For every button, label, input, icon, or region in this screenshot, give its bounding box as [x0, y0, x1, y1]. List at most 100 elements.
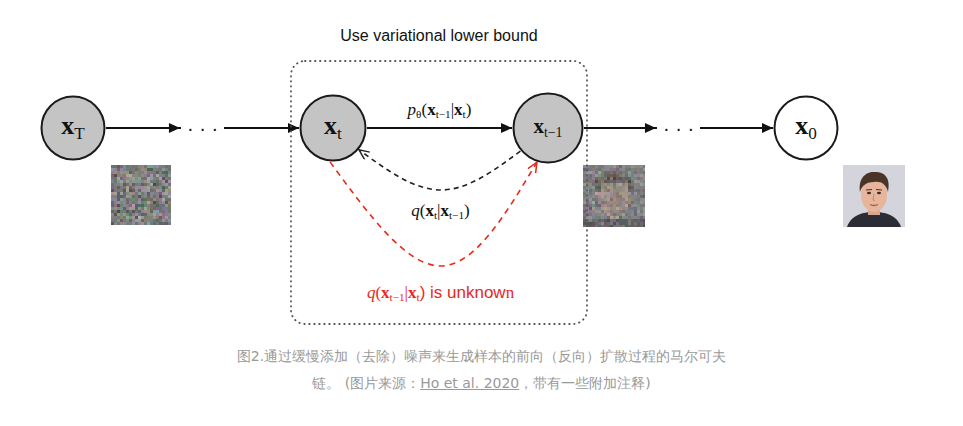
noise-pixel: [643, 225, 645, 227]
noise-pixel: [132, 204, 135, 207]
noise-pixel: [589, 216, 592, 219]
noise-pixel: [631, 204, 634, 207]
face-background: [843, 165, 905, 227]
noise-pixel: [138, 168, 141, 171]
noise-pixel: [604, 213, 607, 216]
noise-pixel: [156, 204, 159, 207]
noise-pixel: [141, 210, 144, 213]
noise-pixel: [117, 168, 120, 171]
text-run: x: [425, 201, 434, 220]
noise-pixel: [150, 192, 153, 195]
noise-pixel: [604, 198, 607, 201]
noise-pixel: [619, 207, 622, 210]
noise-pixel: [150, 180, 153, 183]
noise-pixel: [111, 222, 114, 225]
noise-pixel: [129, 222, 132, 225]
text-run: x: [381, 283, 390, 302]
noise-pixel: [631, 177, 634, 180]
noise-pixel: [637, 180, 640, 183]
noise-pixel: [598, 174, 601, 177]
noise-pixel: [601, 189, 604, 192]
noise-pixel: [601, 219, 604, 222]
text-run: x: [795, 111, 808, 140]
noise-pixel: [634, 198, 637, 201]
noise-pixel: [132, 216, 135, 219]
noise-pixel: [610, 198, 613, 201]
noise-pixel: [616, 210, 619, 213]
face-image: [843, 165, 905, 227]
noise-pixel: [616, 183, 619, 186]
noise-pixel: [643, 183, 645, 186]
noise-pixel: [607, 183, 610, 186]
noise-pixel: [132, 195, 135, 198]
noise-pixel: [637, 210, 640, 213]
noise-pixel: [622, 171, 625, 174]
noise-pixel: [129, 195, 132, 198]
noise-pixel: [126, 180, 129, 183]
noise-pixel: [631, 195, 634, 198]
noise-pixel: [144, 201, 147, 204]
noise-pixel: [165, 189, 168, 192]
circle-shape: [514, 94, 583, 163]
noise-pixel: [628, 189, 631, 192]
noise-pixel: [631, 180, 634, 183]
noise-pixel: [135, 210, 138, 213]
noise-pixel: [592, 183, 595, 186]
noise-pixel: [592, 225, 595, 227]
noise-pixel: [631, 222, 634, 225]
noise-pixel: [132, 222, 135, 225]
noise-pixel: [147, 180, 150, 183]
noise-pixel: [156, 180, 159, 183]
noise-pixel: [123, 198, 126, 201]
noise-pixel: [147, 183, 150, 186]
noise-pixel: [595, 192, 598, 195]
noise-pixel: [132, 171, 135, 174]
noise-pixel: [135, 168, 138, 171]
text-run: t: [463, 109, 466, 121]
noise-pixel: [616, 171, 619, 174]
noise-pixel: [631, 186, 634, 189]
noise-pixel: [625, 219, 628, 222]
region-heading-holder: Use variational lower bound: [290, 26, 588, 45]
noise-pixel: [589, 180, 592, 183]
noise-pixel: [168, 213, 171, 216]
noise-pixel: [616, 219, 619, 222]
noise-pixel: [619, 174, 622, 177]
noise-pixel: [153, 174, 156, 177]
noise-pixel: [135, 192, 138, 195]
noise-pixel: [156, 189, 159, 192]
noise-pixel: [141, 171, 144, 174]
noise-pixel: [643, 165, 645, 168]
noise-pixel: [153, 165, 156, 168]
noise-pixel: [153, 183, 156, 186]
text-run: p: [408, 100, 417, 119]
noise-pixel: [147, 198, 150, 201]
noise-pixel: [111, 207, 114, 210]
state-variable: xt: [324, 113, 342, 142]
noise-pixel: [607, 207, 610, 210]
noise-pixel: [150, 198, 153, 201]
noise-pixel: [616, 165, 619, 168]
noise-pixel: [123, 183, 126, 186]
noise-pixel: [592, 213, 595, 216]
noise-pixel: [120, 189, 123, 192]
noise-pixel: [625, 210, 628, 213]
noise-pixel: [634, 183, 637, 186]
noise-pixel: [144, 219, 147, 222]
noise-pixel: [616, 168, 619, 171]
noise-pixel: [120, 186, 123, 189]
noise-pixel: [135, 198, 138, 201]
noise-pixel: [162, 213, 165, 216]
noise-pixel: [589, 171, 592, 174]
noise-pixel: [586, 171, 589, 174]
noise-pixel: [610, 219, 613, 222]
noise-pixel: [123, 186, 126, 189]
noise-pixel: [168, 183, 171, 186]
noise-pixel: [607, 189, 610, 192]
state-variable: x0: [795, 113, 817, 142]
noise-pixel: [607, 213, 610, 216]
noise-pixel: [153, 189, 156, 192]
noise-pixel: [589, 201, 592, 204]
noise-pixel: [150, 174, 153, 177]
noise-pixel: [138, 165, 141, 168]
